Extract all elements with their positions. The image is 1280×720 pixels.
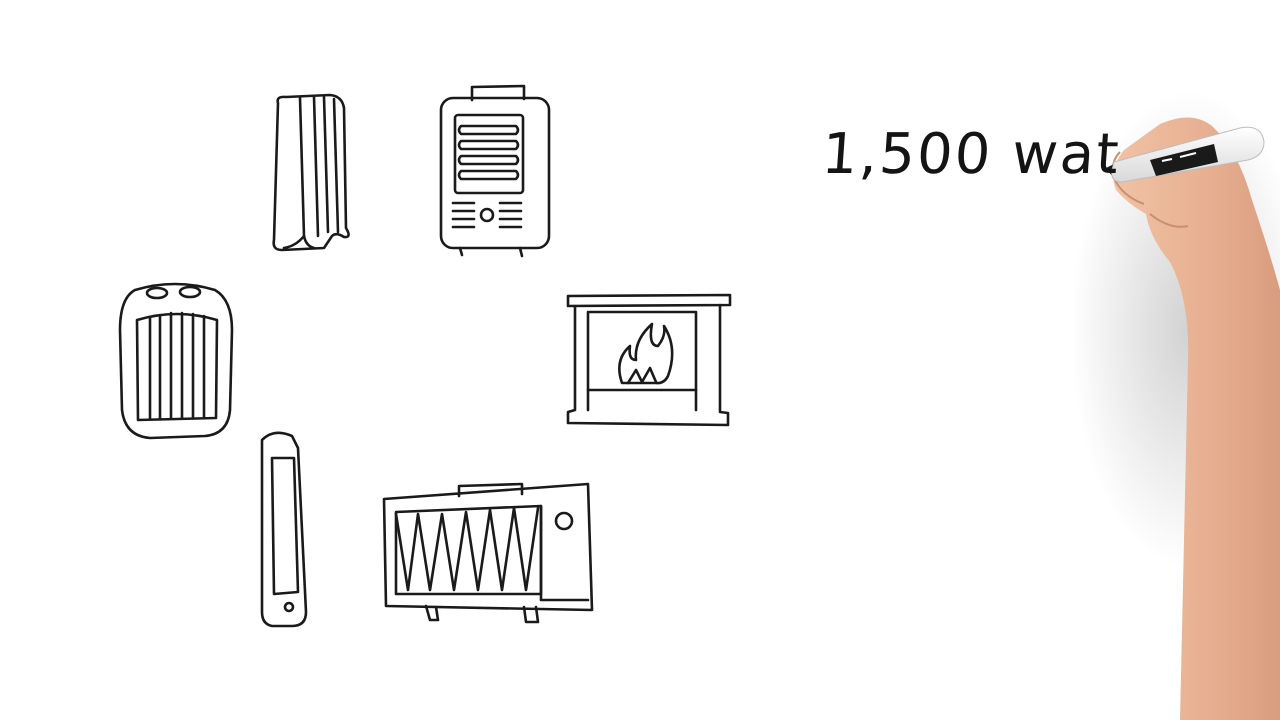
handwritten-text: 1,500 wat xyxy=(819,122,1123,187)
electric-fireplace-icon xyxy=(566,293,732,427)
portable-radiant-heater-icon xyxy=(439,84,551,258)
baseboard-convection-heater-icon xyxy=(382,482,594,624)
ceramic-heater-icon xyxy=(118,282,234,440)
tower-heater-icon xyxy=(260,431,308,628)
marker-icon xyxy=(1106,126,1265,183)
oil-radiator-heater-icon xyxy=(272,93,350,252)
